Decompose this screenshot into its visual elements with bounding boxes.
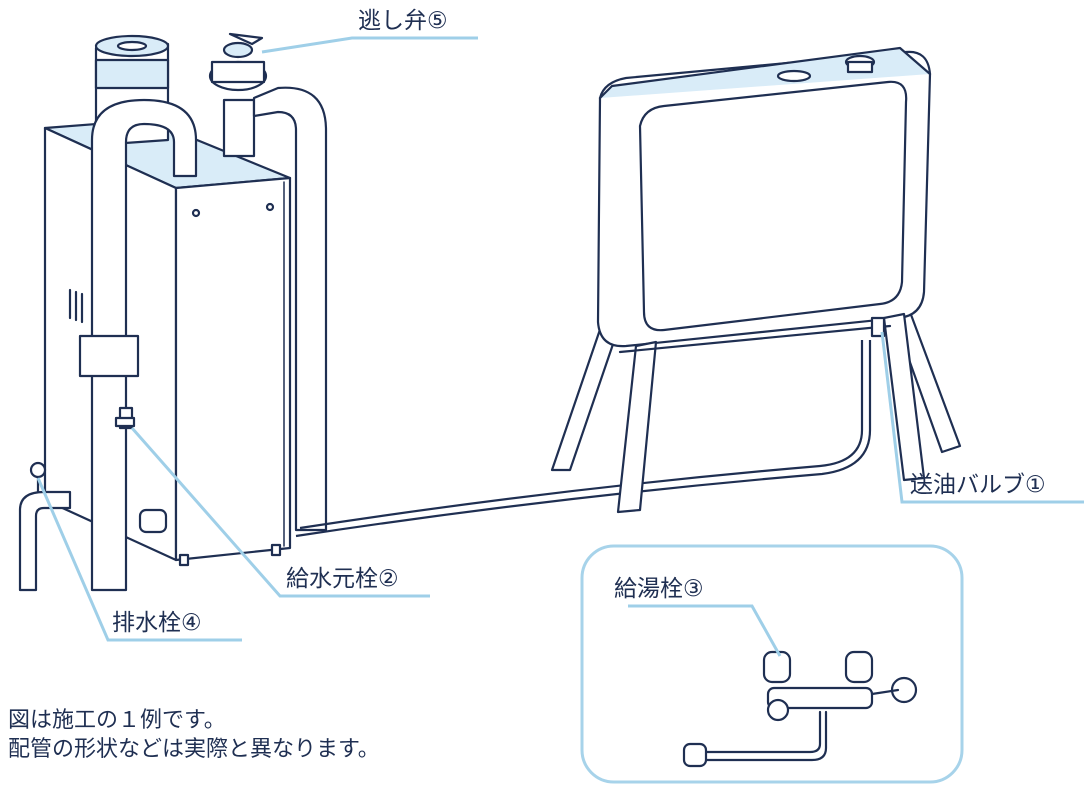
callout-lines (36, 36, 1084, 657)
label-water-supply-valve: 給水元栓② (286, 566, 399, 592)
oil-feed-pipe-outer (295, 340, 872, 538)
callout-line-relief-valve (261, 36, 478, 54)
callout-line-drain-valve (36, 477, 242, 642)
hot-water-tap (682, 650, 918, 768)
note-line-2: 配管の形状などは実際と異なります。 (8, 737, 380, 762)
note-line-1: 図は施工の１例です。 (8, 708, 226, 733)
label-oil-valve: 送油バルブ① (910, 472, 1046, 498)
callout-line-hot-water-tap (628, 604, 782, 657)
callout-line-water-supply-valve (130, 427, 430, 598)
oil-feed-pipe (299, 340, 864, 530)
label-drain-valve: 排水栓④ (112, 610, 202, 636)
callout-line-oil-valve (880, 331, 1084, 504)
label-hot-water-tap: 給湯栓③ (614, 576, 704, 602)
label-relief-valve: 逃し弁⑤ (358, 8, 448, 34)
water-heater (18, 32, 328, 592)
oil-tank (550, 46, 962, 514)
